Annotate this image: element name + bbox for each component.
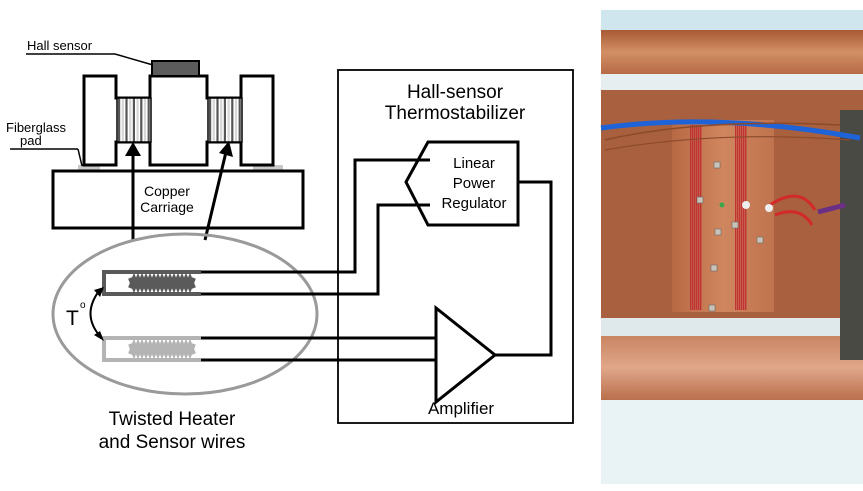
copper-carriage-label: Copper [144,183,190,199]
degree-symbol: o [80,300,86,311]
hall-sensor-chip [151,60,200,77]
heater-wire [102,270,201,296]
hall-sensor-label: Hall sensor [27,38,93,53]
sensor-assembly [10,53,305,230]
hardware-photo [600,10,863,484]
hall-sensor-leader [114,53,154,66]
wire-bundle-ellipse [51,232,319,396]
thermal-coupling-arrowhead [94,331,104,341]
heater-coil-right [207,97,243,143]
wires-caption: and Sensor wires [99,432,246,453]
sensor-housing [82,74,275,167]
fiberglass-leader [77,148,83,167]
regulator-label: Regulator [441,195,506,212]
copper-carriage-label: Carriage [140,199,194,215]
fiberglass-label: Fiberglass [6,120,66,135]
thermostabilizer-box [337,69,574,424]
heater-coil-left [116,97,152,143]
fiberglass-pad [78,165,100,171]
wires-caption: Twisted Heater [109,409,236,430]
sensor-wire [102,336,201,362]
temperature-symbol: T [66,307,79,330]
amplifier-block [434,304,498,406]
thermostabilizer-title: Thermostabilizer [385,103,526,124]
fiberglass-label: pad [20,133,42,148]
thermostabilizer-title: Hall-sensor [407,82,504,103]
fiberglass-pad [253,165,283,171]
circuit-wiring [201,158,553,362]
regulator-label: Power [453,175,496,192]
thermal-coupling-arrow [89,290,100,336]
regulator-label: Linear [453,155,495,172]
copper-carriage [51,169,305,230]
heat-arrows [125,141,233,241]
thermal-coupling-arrowhead [94,287,104,297]
amplifier-label: Amplifier [428,399,494,418]
